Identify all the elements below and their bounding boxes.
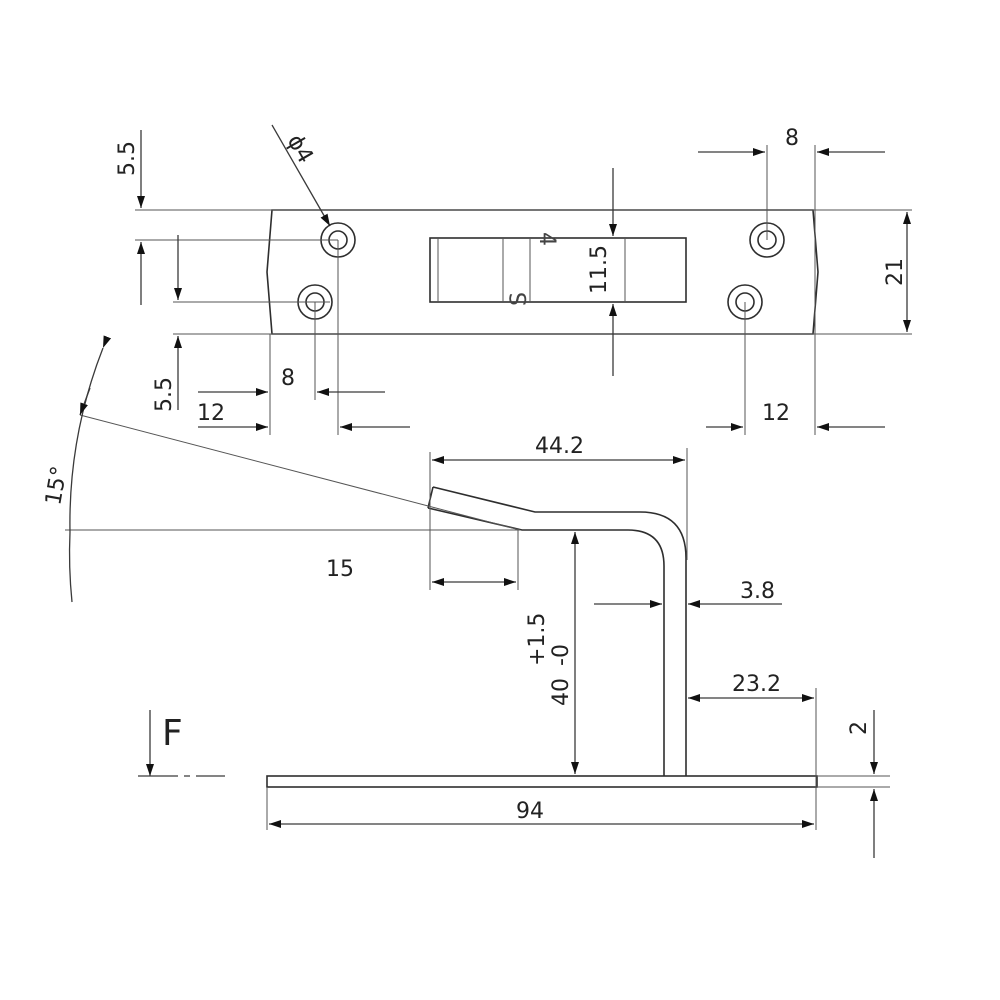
hook-inner-profile bbox=[427, 507, 665, 776]
dim-top-left-height: 5.5 bbox=[115, 141, 140, 176]
dim-slot-height: 11.5 bbox=[587, 245, 612, 294]
dim-hole-diameter: ϕ4 bbox=[282, 131, 318, 168]
stamp-digit: 4 bbox=[534, 232, 559, 246]
dim-base-length: 94 bbox=[516, 799, 544, 824]
dim-height-tolerance-low: -0 bbox=[549, 644, 574, 666]
dim-base-thickness: 2 bbox=[847, 721, 872, 735]
stamp-letter: S bbox=[507, 292, 532, 306]
dim-angle: 15° bbox=[41, 464, 72, 507]
dim-height: 40 bbox=[549, 678, 574, 706]
dim-tip-length: 15 bbox=[326, 557, 354, 582]
dim-top-right-spacing: 8 bbox=[785, 126, 799, 151]
side-view: 15° 44.2 15 3.8 +1.5 -0 40 23.2 2 bbox=[41, 335, 890, 858]
dim-height-tolerance: +1.5 bbox=[525, 613, 550, 666]
dim-left-spacing: 8 bbox=[281, 366, 295, 391]
dim-hook-reach: 44.2 bbox=[535, 434, 584, 459]
dim-base-offset: 23.2 bbox=[732, 672, 781, 697]
dim-right-offset: 12 bbox=[762, 401, 790, 426]
dim-thickness: 3.8 bbox=[740, 579, 775, 604]
dim-plate-width: 21 bbox=[883, 258, 908, 286]
dim-left-offset: 12 bbox=[197, 401, 225, 426]
force-label: F bbox=[162, 713, 183, 754]
center-slot bbox=[429, 237, 687, 303]
hook-outer-profile bbox=[432, 486, 687, 776]
dim-left-lower-height: 5.5 bbox=[152, 377, 177, 412]
top-view: 4 S 5.5 ϕ4 11.5 8 21 5.5 bbox=[115, 124, 912, 435]
base-plate bbox=[266, 775, 818, 788]
